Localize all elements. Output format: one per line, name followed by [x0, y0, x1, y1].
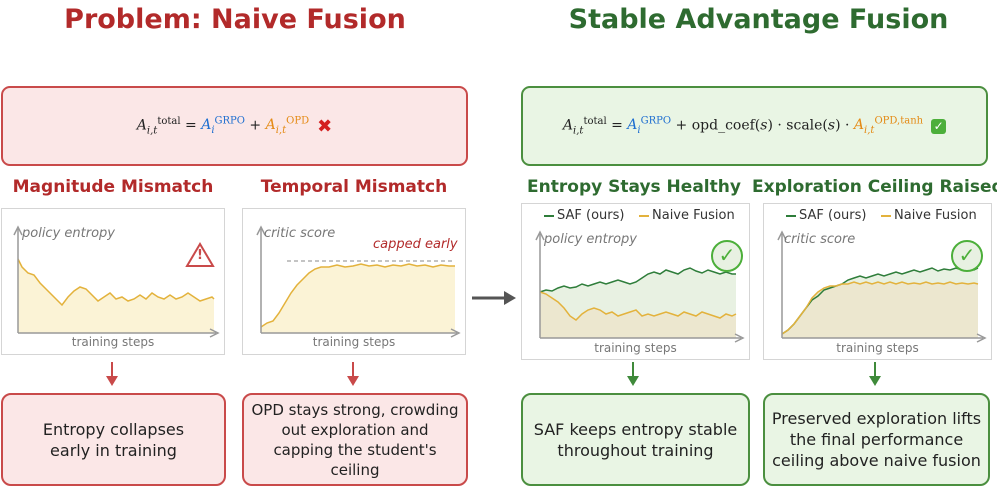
down-arrow-icon	[347, 362, 359, 386]
y-axis-label: critic score	[784, 232, 856, 247]
naive-score-area	[782, 282, 978, 338]
naive-entropy-line	[17, 258, 215, 307]
y-axis-arrow	[777, 230, 787, 241]
x-axis-label: training steps	[836, 341, 919, 355]
entropy-healthy-heading: Entropy Stays Healthy	[527, 177, 741, 197]
transition-arrow-icon	[472, 291, 516, 305]
exploration-preserved-note: Preserved exploration lifts the final pe…	[763, 393, 990, 486]
legend-saf-label: SAF (ours)	[557, 208, 625, 223]
check-circle	[951, 240, 983, 272]
legend-saf-label: SAF (ours)	[799, 208, 867, 223]
temporal-mismatch-chart: critic score capped early training steps	[242, 208, 466, 355]
legend-naive-label: Naive Fusion	[894, 208, 977, 223]
entropy-collapse-note: Entropy collapses early in training	[1, 393, 226, 486]
x-axis-arrow	[976, 333, 987, 343]
y-axis-label: policy entropy	[544, 232, 637, 247]
left-title: Problem: Naive Fusion	[64, 4, 406, 35]
x-axis-label: training steps	[594, 341, 677, 355]
down-arrow-icon	[869, 362, 881, 386]
saf-stable-note: SAF keeps entropy stable throughout trai…	[521, 393, 750, 486]
temporal-mismatch-heading: Temporal Mismatch	[260, 177, 448, 197]
x-axis-arrow	[450, 328, 461, 338]
y-axis-label: critic score	[264, 226, 336, 241]
check-box-icon: ✓	[931, 118, 947, 134]
down-arrow-icon	[106, 362, 118, 386]
x-axis-arrow	[734, 333, 745, 343]
check-icon: ✓	[958, 243, 976, 267]
cross-icon: ✖	[317, 115, 333, 137]
saf-score-line	[781, 267, 979, 335]
ceiling-raised-heading: Exploration Ceiling Raised	[752, 177, 997, 197]
check-icon: ✓	[718, 243, 736, 267]
warning-triangle	[185, 242, 215, 267]
y-axis-arrow	[13, 225, 23, 236]
right-title: Stable Advantage Fusion	[568, 4, 949, 35]
capped-early-annotation: capped early	[373, 237, 458, 252]
opd-crowding-note: OPD stays strong, crowding out explorati…	[242, 393, 468, 486]
magnitude-mismatch-chart: policy entropy training steps !	[1, 208, 225, 355]
y-axis-arrow	[256, 225, 266, 236]
legend-naive-label: Naive Fusion	[652, 208, 735, 223]
ceiling-raised-chart: SAF (ours) Naive Fusion critic score ✓ t…	[763, 203, 992, 360]
saf-entropy-line	[539, 267, 736, 293]
y-axis-arrow	[535, 230, 545, 241]
x-axis-label: training steps	[71, 335, 155, 349]
naive-score-area	[261, 264, 455, 333]
magnitude-mismatch-heading: Magnitude Mismatch	[12, 177, 214, 197]
naive-fusion-formula: Ai,ttotal = AiGRPO + Ai,tOPD ✖	[1, 86, 468, 166]
x-axis-arrow	[209, 328, 220, 338]
warning-icon: !	[197, 248, 203, 263]
check-circle	[711, 240, 743, 272]
x-axis-label: training steps	[312, 335, 396, 349]
naive-entropy-area	[540, 292, 736, 338]
saf-formula: Ai,ttotal = AiGRPO + opd_coef(s) · scale…	[521, 86, 988, 166]
naive-score-line	[260, 263, 455, 328]
down-arrow-icon	[627, 362, 639, 386]
naive-entropy-area	[18, 259, 214, 333]
naive-entropy-line	[539, 291, 737, 321]
naive-score-line	[781, 281, 979, 335]
entropy-healthy-chart: SAF (ours) Naive Fusion policy entropy ✓…	[521, 203, 750, 360]
y-axis-label: policy entropy	[22, 226, 115, 241]
